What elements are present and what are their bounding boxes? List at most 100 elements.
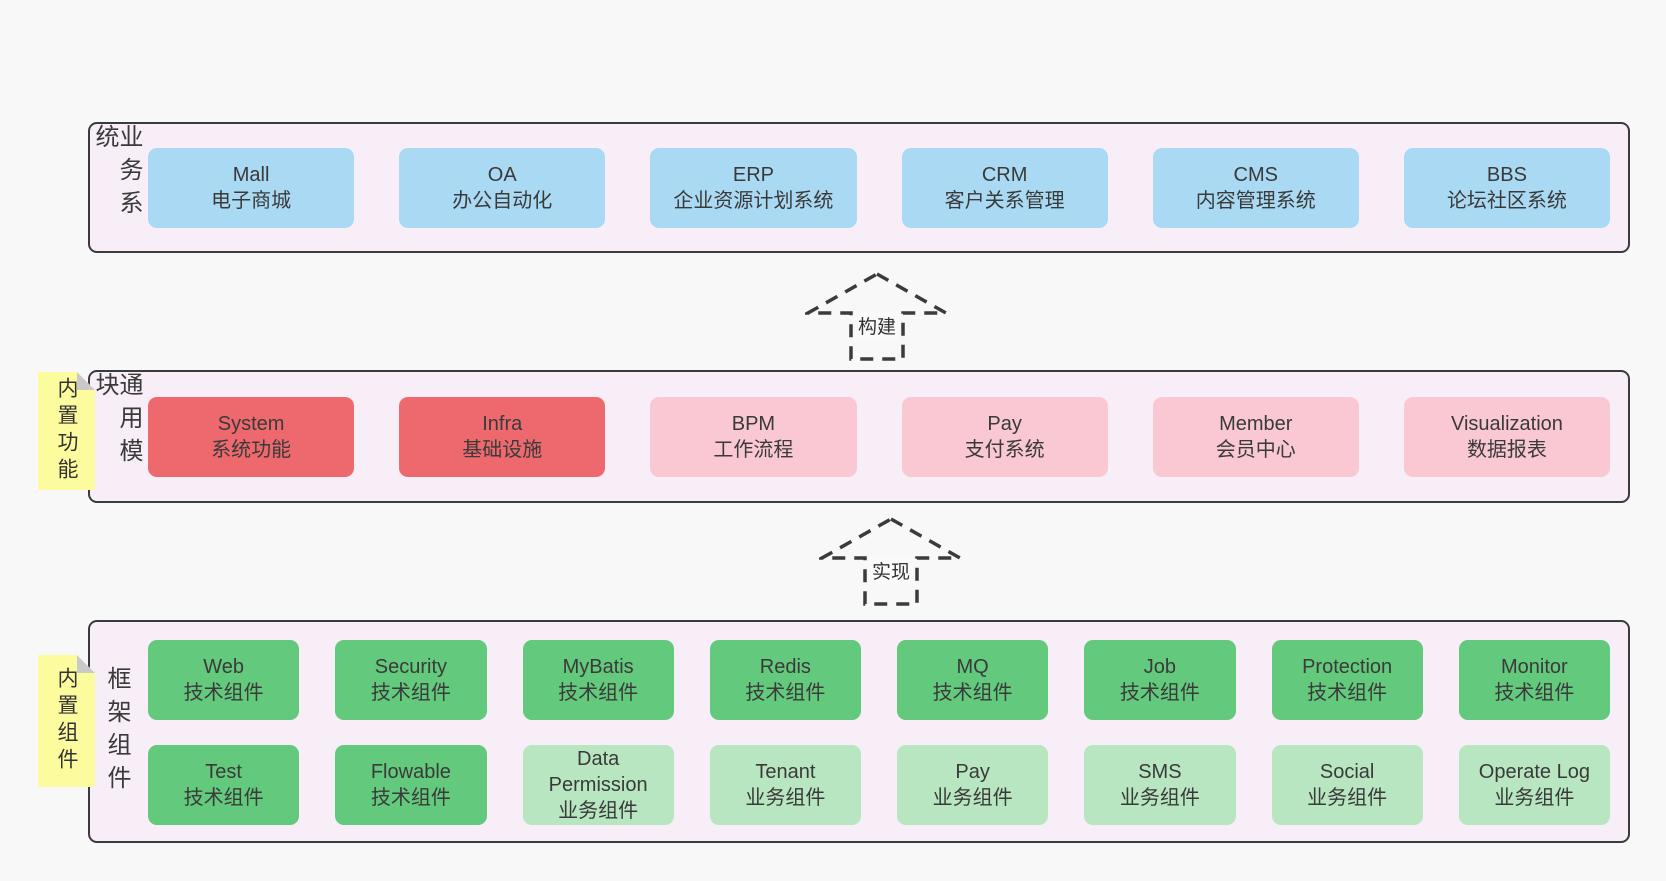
box-desc: 技术组件 [745,682,826,704]
box-pay: Pay 支付系统 [901,396,1108,477]
box-system: System 系统功能 [148,396,355,477]
common-modules-layer: 通用模块 System 系统功能 Infra 基础设施 BPM 工作流程 Pay… [88,370,1630,503]
box-protection: Protection 技术组件 [1271,640,1423,720]
box-job: Job 技术组件 [1084,640,1236,720]
box-desc: 技术组件 [1307,682,1388,704]
box-name: Job [1143,656,1176,678]
sticky-note-builtin-features: 内置功能 [38,372,95,490]
build-arrow: 构建 [805,271,949,362]
box-desc: 数据报表 [1466,438,1547,461]
box-bpm: BPM 工作流程 [650,396,857,477]
box-desc: 论坛社区系统 [1446,189,1567,212]
box-name: Operate Log [1478,761,1590,783]
box-name: Visualization [1450,412,1563,435]
box-desc: 办公自动化 [452,189,553,212]
box-tenant: Tenant 业务组件 [709,745,861,825]
framework-components-layer: 框架组件 Web 技术组件 Security 技术组件 MyBatis 技术组件… [88,620,1630,843]
box-desc: 客户关系管理 [944,189,1065,212]
framework-layer-label-slot: 框架组件 [90,622,142,841]
box-name: Redis [759,656,811,678]
box-desc: 业务组件 [932,787,1013,809]
box-desc: 业务组件 [1307,787,1388,809]
framework-row-2: Test 技术组件 Flowable 技术组件 Data Permission … [148,745,1610,825]
box-bbs: BBS 论坛社区系统 [1403,147,1611,228]
framework-row-1: Web 技术组件 Security 技术组件 MyBatis 技术组件 Redi… [148,640,1610,720]
box-name: Data Permission [548,748,648,796]
box-visualization: Visualization 数据报表 [1403,396,1611,477]
box-desc: 业务组件 [558,800,639,822]
box-name: Test [205,761,242,783]
box-name: MQ [956,656,989,678]
box-name: MyBatis [562,656,634,678]
implement-arrow: 实现 [819,516,963,607]
business-systems-layer: 业务系统 Mall 电子商城 OA 办公自动化 ERP 企业资源计划系统 CRM… [88,122,1630,253]
box-mq: MQ 技术组件 [897,640,1049,720]
box-desc: 技术组件 [1119,682,1200,704]
box-member: Member 会员中心 [1152,396,1359,477]
box-mall: Mall 电子商城 [148,147,355,228]
sticky-note-builtin-components: 内置组件 [38,655,95,787]
box-cms: CMS 内容管理系统 [1152,147,1359,228]
modules-layer-label: 通用模块 [91,372,142,471]
box-name: OA [487,163,517,186]
box-name: Infra [482,412,523,435]
box-web: Web 技术组件 [148,640,300,720]
box-oa: OA 办公自动化 [399,147,606,228]
box-desc: 技术组件 [558,682,639,704]
business-boxes: Mall 电子商城 OA 办公自动化 ERP 企业资源计划系统 CRM 客户关系… [142,124,1628,251]
modules-layer-label-slot: 通用模块 [90,372,142,501]
box-name: ERP [732,163,774,186]
box-name: BPM [731,412,776,435]
box-name: Web [203,656,244,678]
box-infra: Infra 基础设施 [399,396,606,477]
box-desc: 技术组件 [1494,682,1575,704]
business-layer-label-slot: 业务系统 [90,124,142,251]
box-name: Monitor [1501,656,1568,678]
sticky-label: 内置功能 [55,377,78,485]
box-desc: 电子商城 [211,189,292,212]
box-desc: 业务组件 [1494,787,1575,809]
box-operate-log: Operate Log 业务组件 [1458,745,1610,825]
box-name: Pay [955,761,990,783]
box-redis: Redis 技术组件 [709,640,861,720]
box-name: Social [1319,761,1375,783]
box-data-permission: Data Permission 业务组件 [522,745,674,825]
box-desc: 内容管理系统 [1195,189,1316,212]
box-name: Mall [232,163,270,186]
box-flowable: Flowable 技术组件 [335,745,487,825]
box-desc: 技术组件 [932,682,1013,704]
build-arrow-label: 构建 [854,311,900,340]
box-name: CRM [981,163,1028,186]
box-sms: SMS 业务组件 [1084,745,1236,825]
box-desc: 技术组件 [370,787,451,809]
box-name: Member [1219,412,1293,435]
box-desc: 技术组件 [370,682,451,704]
box-name: Flowable [370,761,451,783]
box-crm: CRM 客户关系管理 [901,147,1108,228]
box-name: Protection [1302,656,1393,678]
business-layer-label: 业务系统 [91,124,142,223]
box-desc: 业务组件 [1119,787,1200,809]
box-desc: 工作流程 [713,438,794,461]
box-name: BBS [1486,163,1527,186]
box-mybatis: MyBatis 技术组件 [522,640,674,720]
module-boxes: System 系统功能 Infra 基础设施 BPM 工作流程 Pay 支付系统… [142,372,1628,501]
box-security: Security 技术组件 [335,640,487,720]
box-name: Tenant [755,761,816,783]
implement-arrow-label: 实现 [868,556,914,585]
box-erp: ERP 企业资源计划系统 [650,147,857,228]
box-desc: 会员中心 [1215,438,1296,461]
framework-rows: Web 技术组件 Security 技术组件 MyBatis 技术组件 Redi… [142,622,1628,841]
framework-layer-label: 框架组件 [103,665,130,798]
box-desc: 技术组件 [183,682,264,704]
box-name: System [217,412,285,435]
box-desc: 技术组件 [183,787,264,809]
box-test: Test 技术组件 [148,745,300,825]
box-name: Security [374,656,447,678]
box-pay-biz: Pay 业务组件 [897,745,1049,825]
box-monitor: Monitor 技术组件 [1458,640,1610,720]
box-social: Social 业务组件 [1271,745,1423,825]
box-desc: 业务组件 [745,787,826,809]
box-desc: 支付系统 [964,438,1045,461]
box-name: SMS [1138,761,1182,783]
